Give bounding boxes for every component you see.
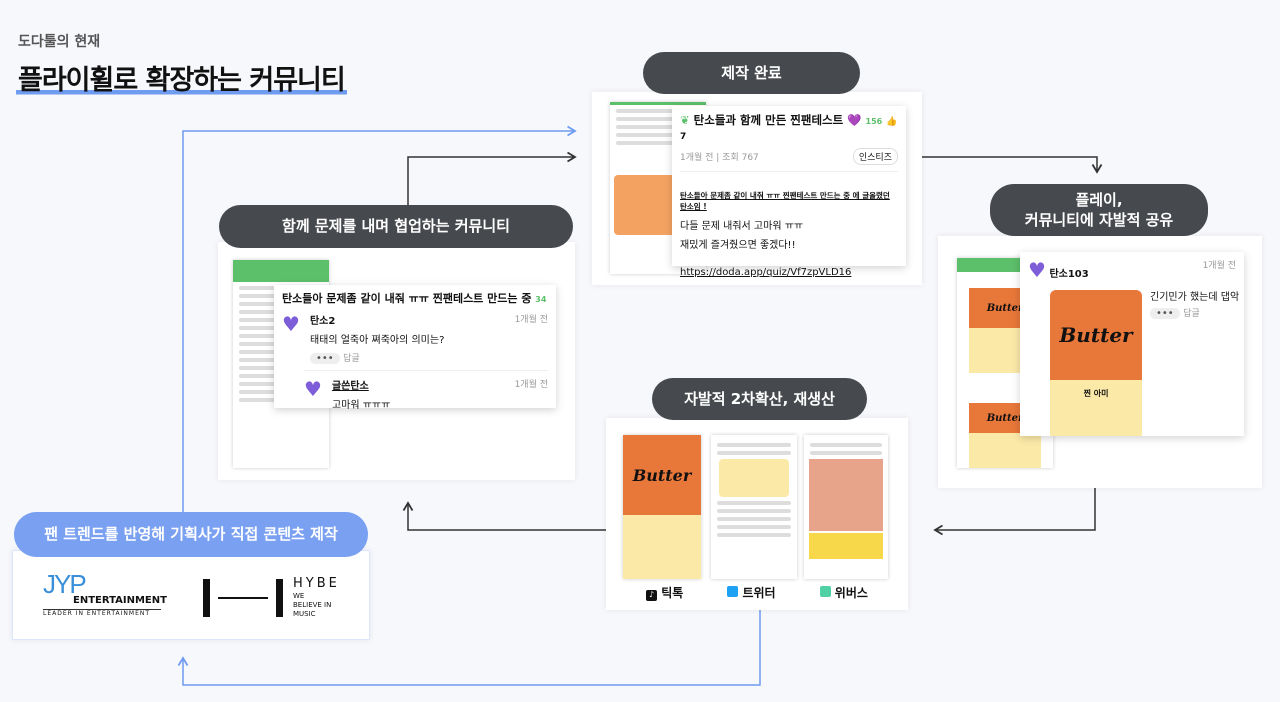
step-play-label: 플레이, 커뮤니티에 자발적 공유 [990, 184, 1208, 236]
leaf-icon: ❦ [680, 113, 690, 127]
jyp-tagline: LEADER IN ENTERTAINMENT [43, 609, 161, 617]
heart-avatar-icon: ♥ [304, 377, 322, 401]
more-button[interactable]: ••• [1150, 308, 1180, 319]
step-play-line1: 플레이, [1075, 190, 1123, 209]
arrow-spread-to-agency [177, 610, 761, 686]
jyp-logo: JYP ENTERTAINMENT LEADER IN ENTERTAINMEN… [43, 569, 167, 617]
comment-user: 탄소103 [1049, 269, 1089, 280]
twitter-screenshot [711, 435, 797, 579]
thumbs-up-icon: 👍 [886, 117, 898, 127]
comment-user: 글쓴탄소 [331, 381, 369, 392]
platform-weverse[interactable]: 위버스 [819, 584, 868, 601]
step-collab-label: 함께 문제를 내며 협업하는 커뮤니티 [219, 205, 573, 248]
arrow-play-to-spread [933, 488, 1096, 536]
thread-title: 탄소들아 문제좀 같이 내줘 ㅠㅠ 찐팬테스트 만드는 중 [282, 292, 532, 305]
post-line3: 재밌게 즐겨줬으면 좋겠다!! [680, 240, 796, 251]
comment: ♥ 글쓴탄소 1개월 전 고마워 ㅠㅠㅠ [304, 370, 548, 411]
step-spread-label: 자발적 2차확산, 재생산 [652, 378, 867, 420]
comment-text: 긴기민가 했는데 댑악 [1150, 292, 1240, 303]
source-badge: 인스티즈 [852, 148, 898, 165]
share-popup: ♥ 탄소103 1개월 전 Butter 찐 아미 긴기민가 했는데 댑악 •••… [1020, 252, 1244, 436]
post-link[interactable]: https://doda.app/quiz/Vf7zpVLD16 [680, 267, 852, 278]
comment-time: 1개월 전 [514, 380, 548, 390]
heart-avatar-icon: ♥ [1028, 258, 1046, 282]
tiktok-icon: ♪ [646, 590, 657, 601]
arrow-agency-to-done [182, 125, 577, 512]
step-done-label: 제작 완료 [643, 52, 860, 94]
hybe-tag: MUSIC [293, 610, 316, 618]
comment-time: 1개월 전 [1202, 261, 1236, 271]
platform-twitter[interactable]: 트위터 [727, 584, 776, 601]
post-title: 탄소들과 함께 만든 찐팬테스트 💜 [693, 113, 862, 127]
comment-text: 태태의 얼죽아 쪄죽아의 의미는? [309, 335, 445, 346]
tiktok-screenshot: Butter [623, 435, 701, 579]
post-line2: 다들 문제 내줘서 고마워 ㅠㅠ [680, 221, 804, 232]
hybe-tag: BELIEVE IN [293, 601, 332, 609]
quiz-result-image: Butter 찐 아미 [1050, 290, 1142, 436]
like-count: 7 [680, 132, 687, 142]
butter-logo: Butter [1050, 290, 1142, 380]
platform-label: 위버스 [834, 586, 868, 600]
post-line1: 탄소들아 문제좀 같이 내줘 ㅠㅠ 찐팬테스트 만드는 중 에 글올렸던 탄소임… [680, 191, 890, 211]
step-agency-label: 팬 트렌드를 반영해 기획사가 직접 콘텐츠 제작 [14, 512, 368, 557]
weverse-screenshot [804, 435, 888, 579]
thread-count: 34 [535, 295, 547, 304]
hybe-tag: WE [293, 592, 305, 600]
post-meta: 1개월 전 | 조회 767 [680, 153, 759, 163]
comment: ♥ 탄소2 1개월 전 태태의 얼죽아 쪄죽아의 의미는? ••• 답글 [282, 312, 548, 364]
agency-card: JYP ENTERTAINMENT LEADER IN ENTERTAINMEN… [12, 550, 370, 640]
post-popup[interactable]: ❦ 탄소들과 함께 만든 찐팬테스트 💜 156 👍 7 1개월 전 | 조회 7… [672, 106, 906, 278]
reply-button[interactable]: 답글 [343, 354, 360, 364]
arrow-done-to-play [922, 156, 1103, 174]
jyp-mark: JYP [43, 569, 87, 599]
platform-tiktok[interactable]: ♪ 틱톡 [646, 584, 683, 601]
platform-label: 틱톡 [661, 586, 684, 600]
comment-user: 탄소2 [309, 316, 336, 327]
arrow-collab-to-done [407, 151, 577, 205]
collab-card: 탄소들아 문제좀 같이 내줘 ㅠㅠ 찐팬테스트 만드는 중 34 ♥ 탄소2 1개… [218, 242, 575, 480]
comment-count: 156 [865, 117, 883, 126]
step-play-line2: 커뮤니티에 자발적 공유 [1024, 211, 1174, 229]
arrow-spread-to-collab [402, 501, 606, 531]
weverse-icon [819, 586, 831, 597]
page-subtitle: 도다툴의 현재 [18, 34, 101, 50]
page-title: 플라이휠로 확장하는 커뮤니티 [16, 58, 347, 97]
heart-avatar-icon: ♥ [282, 312, 300, 336]
twitter-icon [727, 586, 739, 597]
comment-text: 고마워 ㅠㅠㅠ [331, 400, 391, 411]
platform-label: 트위터 [742, 586, 776, 600]
hybe-wordmark: HYBE [293, 576, 340, 591]
comment-time: 1개월 전 [514, 315, 548, 325]
thread-popup: 탄소들아 문제좀 같이 내줘 ㅠㅠ 찐팬테스트 만드는 중 34 ♥ 탄소2 1개… [274, 285, 556, 411]
result-text: 찐 아미 [1050, 380, 1142, 436]
reply-button[interactable]: 답글 [1183, 309, 1200, 319]
more-button[interactable]: ••• [309, 353, 340, 364]
jyp-sub: ENTERTAINMENT [73, 595, 167, 606]
platform-list: ♪ 틱톡 트위터 위버스 [646, 584, 868, 601]
spread-card: Butter ♪ 틱톡 트위터 위버스 [606, 418, 908, 610]
done-card: ❦ 탄소들과 함께 만든 찐팬테스트 💜 156 👍 7 1개월 전 | 조회 7… [592, 92, 922, 285]
